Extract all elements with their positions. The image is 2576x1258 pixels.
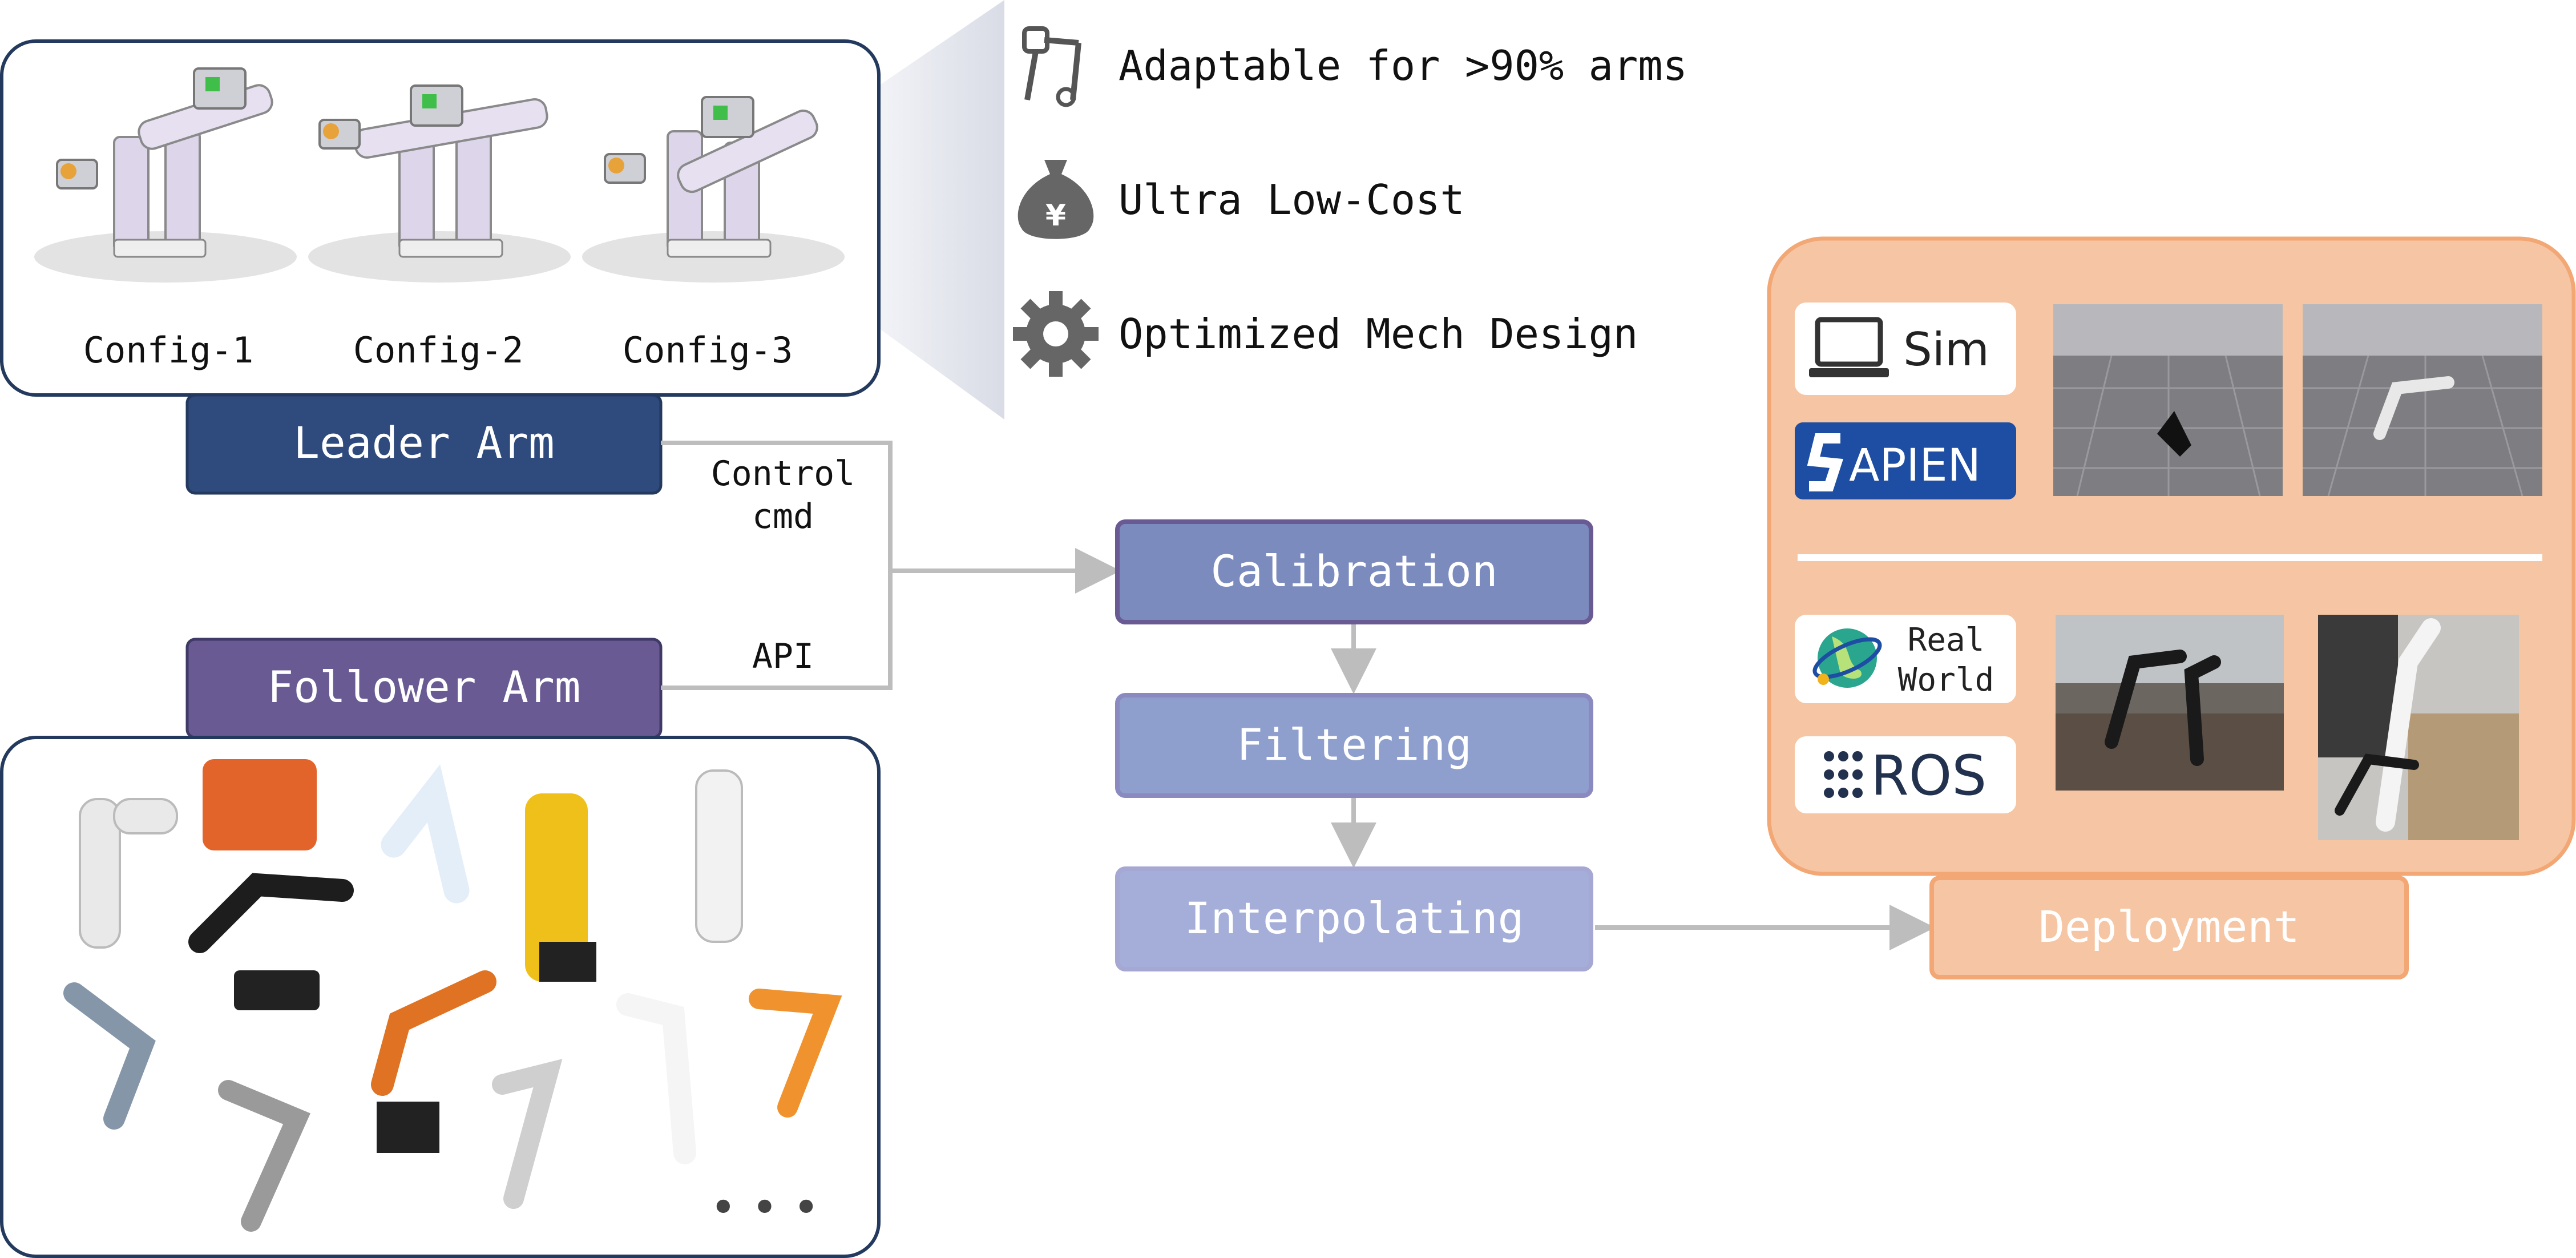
interpolating-box: Interpolating — [1115, 866, 1593, 971]
feature-low-cost: Ultra Low-Cost — [1119, 176, 1465, 224]
feature-fan — [879, 0, 1004, 420]
real-photo-2 — [2318, 615, 2519, 840]
money-bag-icon: ¥ — [1018, 160, 1094, 239]
sapien-s-icon — [1807, 433, 1844, 491]
globe-icon — [1812, 628, 1882, 688]
sim-label: Sim — [1903, 323, 1989, 376]
ros-dots-icon — [1824, 751, 1863, 798]
leader-config-panel: Config-1 Config-2 Config-3 — [0, 39, 881, 397]
robot-arm-icon — [1022, 26, 1081, 107]
filtering-label: Filtering — [1237, 719, 1472, 770]
follower-arm-box: Follower Arm — [185, 638, 663, 739]
sapien-label: APIEN — [1849, 440, 1981, 491]
real-world-label-line1: Real — [1908, 622, 1985, 659]
config-1-label: Config-1 — [83, 329, 254, 371]
leader-arm-box: Leader Arm — [185, 393, 663, 495]
config-3-image — [582, 96, 845, 283]
follower-arm-label: Follower Arm — [267, 662, 580, 712]
more-robots-indicator: • • • — [710, 1181, 819, 1234]
calibration-label: Calibration — [1210, 546, 1497, 596]
real-world-label-line2: World — [1898, 662, 1994, 699]
feature-mech-design: Optimized Mech Design — [1119, 310, 1638, 358]
real-world-badge: Real World — [1795, 615, 2016, 703]
leader-connector — [661, 441, 893, 571]
ros-logo: ROS — [1795, 736, 2016, 813]
config-3-label: Config-3 — [623, 329, 793, 371]
deployment-panel: Sim APIEN — [1767, 236, 2576, 876]
sim-screenshot-2 — [2303, 304, 2542, 497]
feature-adaptable: Adaptable for >90% arms — [1119, 42, 1687, 90]
connectors — [661, 441, 1935, 950]
svg-text:¥: ¥ — [1045, 199, 1066, 233]
config-1-image — [34, 67, 297, 283]
features-list: Adaptable for >90% arms ¥ Ultra Low-Cost… — [1013, 26, 1687, 377]
sapien-logo: APIEN — [1795, 422, 2016, 499]
laptop-icon — [1809, 317, 1889, 377]
ros-label: ROS — [1871, 744, 1986, 808]
api-label: API — [752, 636, 814, 676]
sim-badge: Sim — [1795, 303, 2016, 395]
interpolating-label: Interpolating — [1185, 893, 1524, 944]
control-label-line1: Control — [711, 454, 855, 494]
config-2-label: Config-2 — [353, 329, 524, 371]
filtering-box: Filtering — [1115, 693, 1593, 798]
real-photo-1 — [2056, 615, 2284, 791]
sim-screenshot-1 — [2053, 304, 2283, 497]
robot-arm-image — [63, 759, 842, 1232]
leader-arm-label: Leader Arm — [293, 417, 555, 468]
calibration-box: Calibration — [1115, 519, 1593, 624]
deployment-box: Deployment — [1929, 876, 2409, 979]
control-label-line2: cmd — [752, 497, 814, 537]
config-2-image — [308, 84, 571, 283]
follower-connector — [661, 571, 893, 690]
deployment-label: Deployment — [2038, 901, 2300, 952]
follower-robots-panel: • • • — [0, 736, 881, 1258]
gear-icon — [1013, 291, 1099, 377]
